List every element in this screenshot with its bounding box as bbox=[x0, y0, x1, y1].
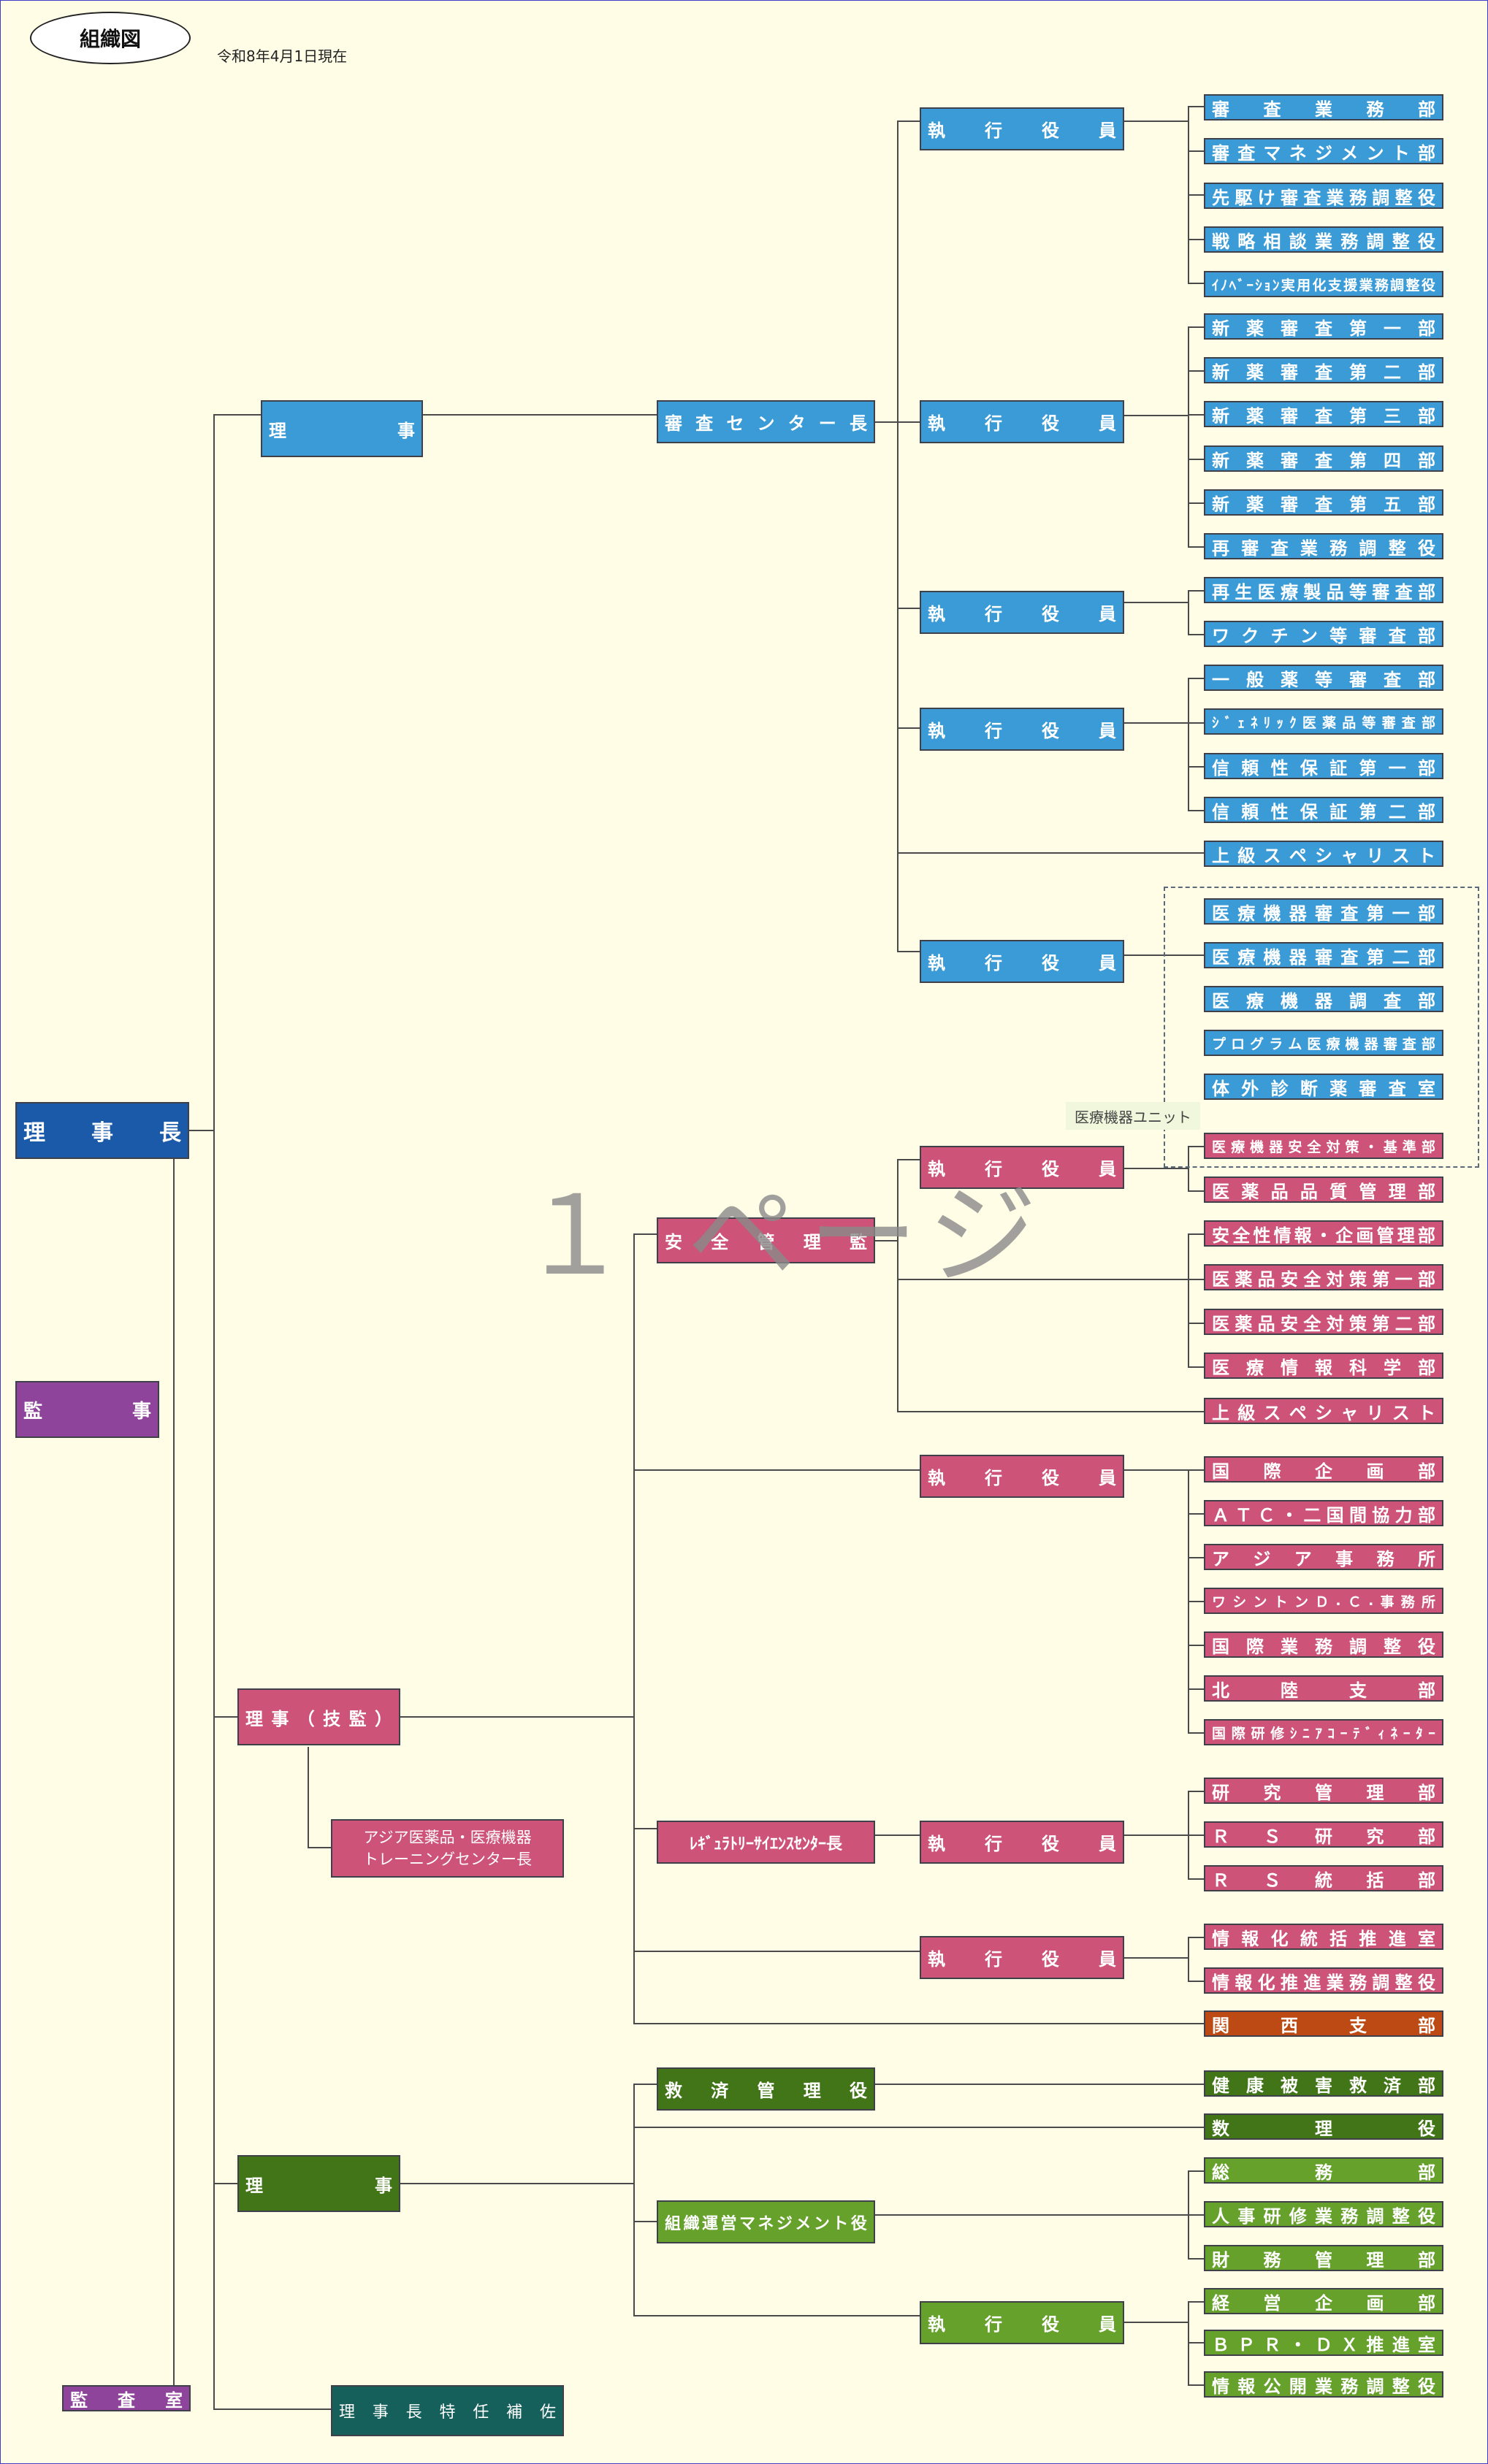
rs-center-box: ﾚｷﾞｭﾗﾄﾘｰｻｲｴﾝｽｾﾝﾀｰ長 bbox=[657, 1821, 875, 1864]
international-dept-5: 国際業務調整役 bbox=[1204, 1631, 1443, 1658]
exec-officer-8: 執行役員 bbox=[920, 1821, 1124, 1864]
direct-dept-1: 安全性情報・企画管理部 bbox=[1204, 1220, 1443, 1247]
group1-dept-2: 審査マネジメント部 bbox=[1204, 138, 1443, 164]
group5-dept-5: 体外診断薬審査室 bbox=[1204, 1074, 1443, 1100]
exec-officer-7: 執行役員 bbox=[920, 1455, 1124, 1498]
relief-manager-box: 救済管理役 bbox=[657, 2067, 875, 2111]
director-tech-box: 理事（技監） bbox=[237, 1688, 400, 1745]
safety-supervisor-box: 安全管理監 bbox=[657, 1217, 875, 1263]
exec-officer-3: 執行役員 bbox=[920, 591, 1124, 634]
page-watermark: １ ページ bbox=[519, 1173, 1049, 1300]
group6-dept-1: 医療機器安全対策・基準部 bbox=[1204, 1133, 1443, 1159]
asia-center-line-1: アジア医薬品・医療機器 bbox=[363, 1829, 532, 1846]
group5-dept-4: プログラム医療機器審査部 bbox=[1204, 1030, 1443, 1056]
kansai-branch-box: 関西支部 bbox=[1204, 2010, 1443, 2037]
exec-officer-2: 執行役員 bbox=[920, 400, 1124, 443]
review-center-box: 審査センター長 bbox=[657, 400, 875, 443]
international-dept-3: アジア事務所 bbox=[1204, 1544, 1443, 1570]
exec-officer-4: 執行役員 bbox=[920, 708, 1124, 751]
group6-dept-2: 医薬品品質管理部 bbox=[1204, 1176, 1443, 1203]
info-dept-1: 情報化統括推進室 bbox=[1204, 1924, 1443, 1950]
international-dept-6: 北陸支部 bbox=[1204, 1675, 1443, 1702]
direct-dept-4: 医療情報科学部 bbox=[1204, 1352, 1443, 1379]
exec_admin-dept-3: 情報公開業務調整役 bbox=[1204, 2371, 1443, 2398]
exec_admin-dept-1: 経営企画部 bbox=[1204, 2288, 1443, 2314]
group4-dept-1: 一般薬等審査部 bbox=[1204, 665, 1443, 691]
international-dept-7: 国際研修ｼﾆｱｺｰﾃﾞｨﾈｰﾀｰ bbox=[1204, 1719, 1443, 1745]
group3-dept-2: ワクチン等審査部 bbox=[1204, 621, 1443, 647]
special-assistant-box: 理事長特任補佐 bbox=[331, 2385, 564, 2436]
group1-dept-4: 戦略相談業務調整役 bbox=[1204, 226, 1443, 253]
medical-device-unit-frame bbox=[1164, 887, 1479, 1168]
chairman-box: 理事長 bbox=[15, 1102, 189, 1159]
relief-dept-1: 健康被害救済部 bbox=[1204, 2070, 1443, 2097]
group4-dept-2: ｼﾞｪﾈﾘｯｸ医薬品等審査部 bbox=[1204, 708, 1443, 735]
director-review-box: 理事 bbox=[261, 400, 423, 457]
direct-dept-3: 医薬品安全対策第二部 bbox=[1204, 1309, 1443, 1335]
group2-dept-4: 新薬審査第四部 bbox=[1204, 445, 1443, 472]
group5-dept-2: 医療機器審査第二部 bbox=[1204, 942, 1443, 968]
exec-officer-9: 執行役員 bbox=[920, 1936, 1124, 1979]
group2-dept-3: 新薬審査第三部 bbox=[1204, 401, 1443, 427]
effective-date: 令和8年4月1日現在 bbox=[217, 47, 348, 65]
medical-device-unit-label: 医療機器ユニット bbox=[1066, 1102, 1200, 1130]
group2-dept-2: 新薬審査第二部 bbox=[1204, 357, 1443, 383]
exec-officer-6: 執行役員 bbox=[920, 1146, 1124, 1189]
review-specialist-box: 上級スペシャリスト bbox=[1204, 841, 1443, 867]
asia-center-line-2: トレーニングセンター長 bbox=[363, 1851, 532, 1868]
group1-dept-1: 審査業務部 bbox=[1204, 94, 1443, 120]
group5-dept-3: 医療機器調査部 bbox=[1204, 986, 1443, 1012]
direct-dept-2: 医薬品安全対策第一部 bbox=[1204, 1264, 1443, 1290]
international-dept-1: 国際企画部 bbox=[1204, 1456, 1443, 1482]
group2-dept-6: 再審査業務調整役 bbox=[1204, 533, 1443, 559]
org-dept-3: 財務管理部 bbox=[1204, 2245, 1443, 2271]
org-dept-2: 人事研修業務調整役 bbox=[1204, 2201, 1443, 2227]
chart-title: 組織図 bbox=[30, 12, 191, 64]
group4-dept-3: 信頼性保証第一部 bbox=[1204, 753, 1443, 779]
group5-dept-1: 医療機器審査第一部 bbox=[1204, 898, 1443, 925]
actuary-box: 数理役 bbox=[1204, 2113, 1443, 2140]
group1-dept-5: ｲﾉﾍﾞｰｼｮﾝ実用化支援業務調整役 bbox=[1204, 271, 1443, 297]
asia-training-center-box: アジア医薬品・医療機器トレーニングセンター長 bbox=[331, 1819, 564, 1878]
group2-dept-5: 新薬審査第五部 bbox=[1204, 489, 1443, 516]
safety-specialist-box: 上級スペシャリスト bbox=[1204, 1398, 1443, 1424]
auditor-box: 監事 bbox=[15, 1381, 159, 1438]
exec-officer-10: 執行役員 bbox=[920, 2301, 1124, 2344]
audit-office-box: 監査室 bbox=[62, 2385, 191, 2411]
exec-officer-1: 執行役員 bbox=[920, 107, 1124, 150]
group4-dept-4: 信頼性保証第二部 bbox=[1204, 797, 1443, 823]
director-admin-box: 理事 bbox=[237, 2155, 400, 2212]
org-mgmt-box: 組織運営マネジメント役 bbox=[657, 2200, 875, 2243]
exec-officer-5: 執行役員 bbox=[920, 940, 1124, 983]
group2-dept-1: 新薬審査第一部 bbox=[1204, 313, 1443, 340]
info-dept-2: 情報化推進業務調整役 bbox=[1204, 1967, 1443, 1994]
group3-dept-1: 再生医療製品等審査部 bbox=[1204, 577, 1443, 603]
org-dept-1: 総務部 bbox=[1204, 2157, 1443, 2184]
rs-dept-1: 研究管理部 bbox=[1204, 1778, 1443, 1804]
group1-dept-3: 先駆け審査業務調整役 bbox=[1204, 183, 1443, 209]
